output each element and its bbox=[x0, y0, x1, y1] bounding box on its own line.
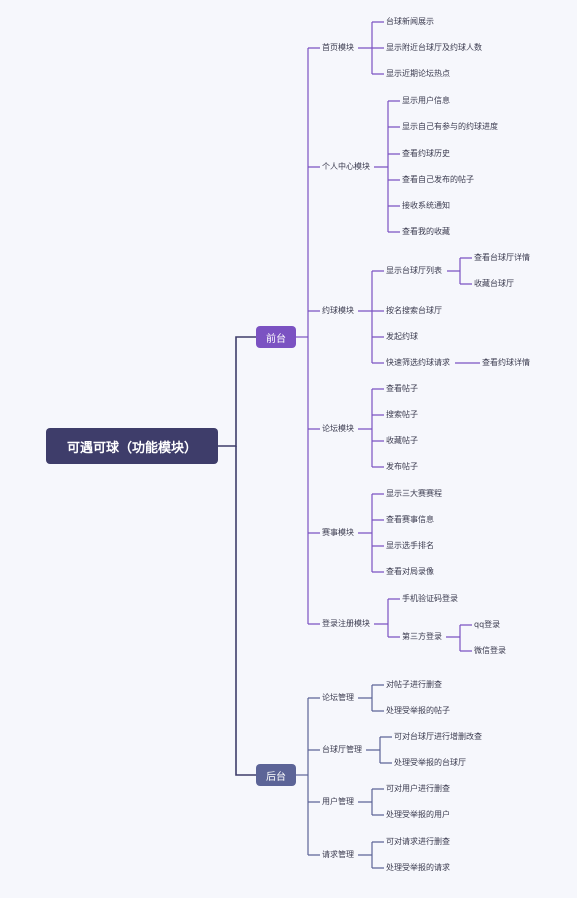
leaf-node[interactable]: 接收系统通知 bbox=[402, 201, 450, 210]
leaf-node[interactable]: 搜索帖子 bbox=[386, 410, 418, 419]
leaf-node[interactable]: 查看约球详情 bbox=[482, 358, 530, 367]
root-node[interactable]: 可遇可球（功能模块） bbox=[46, 428, 218, 464]
leaf-node[interactable]: 显示近期论坛热点 bbox=[386, 69, 450, 78]
leaf-node[interactable]: 收藏台球厅 bbox=[474, 279, 514, 288]
leaf-node[interactable]: 查看约球历史 bbox=[402, 149, 450, 158]
module-match[interactable]: 约球模块 bbox=[322, 306, 354, 315]
module-forum[interactable]: 论坛模块 bbox=[322, 424, 354, 433]
module-user-admin[interactable]: 用户管理 bbox=[322, 797, 354, 806]
leaf-node[interactable]: 可对请求进行删查 bbox=[386, 837, 450, 846]
leaf-node[interactable]: 查看赛事信息 bbox=[386, 515, 434, 524]
module-event[interactable]: 赛事模块 bbox=[322, 528, 354, 537]
leaf-node[interactable]: 查看帖子 bbox=[386, 384, 418, 393]
branch-back[interactable]: 后台 bbox=[256, 764, 296, 786]
leaf-node[interactable]: 发起约球 bbox=[386, 332, 418, 341]
leaf-node[interactable]: 发布帖子 bbox=[386, 462, 418, 471]
leaf-node[interactable]: 显示附近台球厅及约球人数 bbox=[386, 43, 482, 52]
module-hall-admin[interactable]: 台球厅管理 bbox=[322, 745, 362, 754]
leaf-node[interactable]: 收藏帖子 bbox=[386, 436, 418, 445]
leaf-node[interactable]: 处理受举报的帖子 bbox=[386, 706, 450, 715]
module-login[interactable]: 登录注册模块 bbox=[322, 619, 370, 628]
module-profile[interactable]: 个人中心模块 bbox=[322, 162, 370, 171]
leaf-node[interactable]: 查看对局录像 bbox=[386, 567, 434, 576]
leaf-node[interactable]: 按名搜索台球厅 bbox=[386, 306, 442, 315]
leaf-node[interactable]: 显示三大赛赛程 bbox=[386, 489, 442, 498]
leaf-node[interactable]: 显示选手排名 bbox=[386, 541, 434, 550]
leaf-node[interactable]: 对帖子进行删查 bbox=[386, 680, 442, 689]
leaf-node[interactable]: 微信登录 bbox=[474, 646, 506, 655]
leaf-node[interactable]: 第三方登录 bbox=[402, 632, 442, 641]
leaf-node[interactable]: 查看我的收藏 bbox=[402, 227, 450, 236]
leaf-node[interactable]: 可对用户进行删查 bbox=[386, 784, 450, 793]
leaf-node[interactable]: 处理受举报的请求 bbox=[386, 863, 450, 872]
leaf-node[interactable]: 显示自己有参与的约球进度 bbox=[402, 122, 498, 131]
leaf-node[interactable]: qq登录 bbox=[474, 620, 501, 629]
leaf-node[interactable]: 快速筛选约球请求 bbox=[386, 358, 450, 367]
leaf-node[interactable]: 查看台球厅详情 bbox=[474, 253, 530, 262]
module-forum-admin[interactable]: 论坛管理 bbox=[322, 693, 354, 702]
leaf-node[interactable]: 显示用户信息 bbox=[402, 96, 450, 105]
leaf-node[interactable]: 处理受举报的台球厅 bbox=[394, 758, 466, 767]
branch-front[interactable]: 前台 bbox=[256, 326, 296, 348]
leaf-node[interactable]: 可对台球厅进行增删改查 bbox=[394, 732, 482, 741]
leaf-node[interactable]: 显示台球厅列表 bbox=[386, 266, 442, 275]
leaf-node[interactable]: 查看自己发布的帖子 bbox=[402, 175, 474, 184]
leaf-node[interactable]: 处理受举报的用户 bbox=[386, 810, 450, 819]
leaf-node[interactable]: 手机验证码登录 bbox=[402, 594, 458, 603]
module-home[interactable]: 首页模块 bbox=[322, 43, 354, 52]
module-request-admin[interactable]: 请求管理 bbox=[322, 850, 354, 859]
leaf-node[interactable]: 台球新闻展示 bbox=[386, 17, 434, 26]
